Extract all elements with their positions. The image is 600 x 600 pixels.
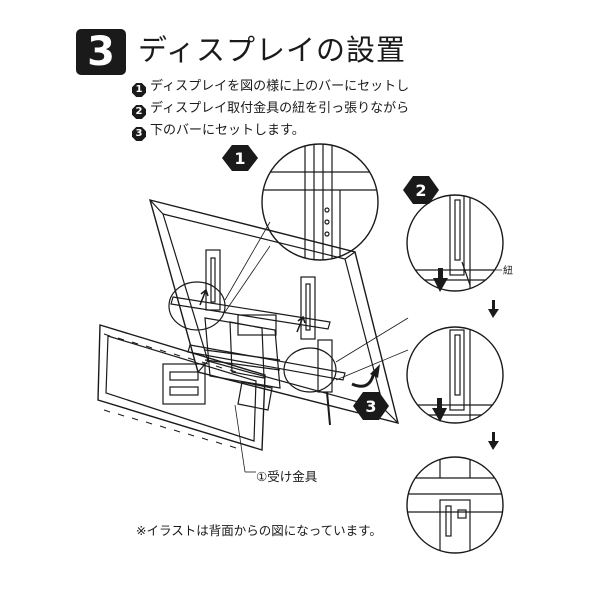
instruction-2-number: 2 bbox=[132, 105, 146, 119]
instruction-2: 2 ディスプレイ取付金具の紐を引っ張りながら bbox=[132, 100, 409, 119]
display-panel bbox=[149, 199, 399, 424]
receiving-bracket-leader bbox=[234, 404, 246, 473]
callout-3: 3 bbox=[353, 392, 389, 420]
callout-3-number: 3 bbox=[365, 397, 376, 416]
page-title: ディスプレイの設置 bbox=[138, 33, 406, 67]
illustration-note: ※イラストは背面からの図になっています。 bbox=[136, 523, 382, 538]
callout-2-number: 2 bbox=[415, 181, 426, 200]
detail-2-view bbox=[406, 194, 504, 292]
callout-2: 2 bbox=[403, 176, 439, 204]
detail-circle-top bbox=[168, 281, 226, 331]
articulating-arm bbox=[204, 314, 281, 411]
hook-arrows bbox=[199, 288, 306, 333]
detail-4-view bbox=[406, 456, 504, 554]
detail-3-view bbox=[406, 326, 504, 424]
step-number-badge: 3 bbox=[76, 29, 126, 75]
instruction-3-text: 下のバーにセットします。 bbox=[150, 123, 305, 138]
instruction-2-text: ディスプレイ取付金具の紐を引っ張りながら bbox=[150, 101, 410, 116]
wall-plate-slots bbox=[103, 333, 237, 449]
receiving-bracket-label: ①受け金具 bbox=[256, 469, 318, 484]
callout-1-number: 1 bbox=[234, 149, 245, 168]
mount-bars bbox=[170, 296, 346, 381]
callout-1: 1 bbox=[222, 145, 258, 171]
sequence-arrows bbox=[432, 268, 499, 450]
instruction-3-number: 3 bbox=[132, 127, 146, 141]
string-label: 紐 bbox=[503, 264, 513, 277]
display-brackets bbox=[205, 249, 333, 426]
instruction-1-number: 1 bbox=[132, 83, 146, 97]
detail-circle-bottom bbox=[283, 347, 337, 393]
instruction-1-text: ディスプレイを図の様に上のバーにセットし bbox=[150, 79, 410, 94]
wall-plate bbox=[97, 324, 266, 451]
instruction-1: 1 ディスプレイを図の様に上のバーにセットし bbox=[132, 78, 409, 97]
instruction-3: 3 下のバーにセットします。 bbox=[132, 122, 305, 141]
detail-1-view bbox=[261, 143, 379, 261]
